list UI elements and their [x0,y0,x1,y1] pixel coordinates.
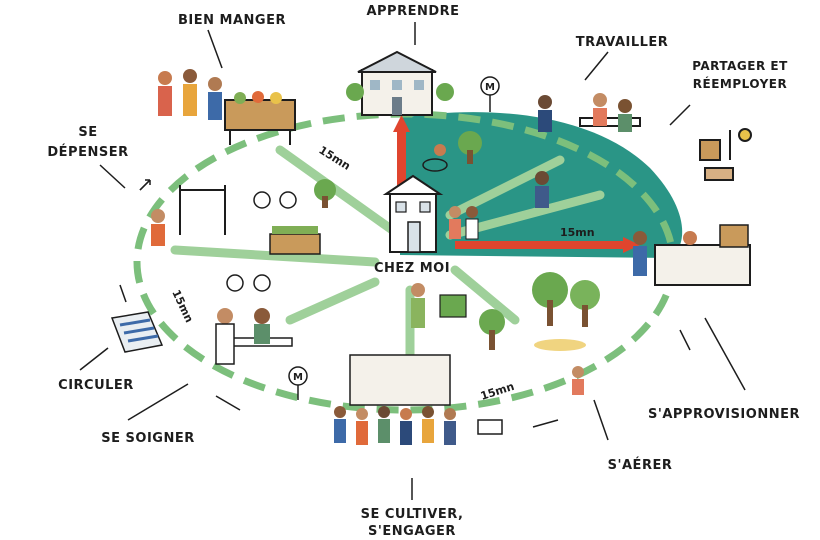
label-se-depenser-line1: SE [78,125,97,140]
home-icon [382,174,444,253]
red-arrows [393,115,640,253]
bike-rack-icon [110,311,164,353]
label-se-cultiver-line1: SE CULTIVER, [361,507,464,522]
label-bien-manger: BIEN MANGER [178,13,286,28]
double-arrows [119,179,691,428]
label-partager-line2: RÉEMPLOYER [693,76,788,91]
label-s-approvisionner: S'APPROVISIONNER [648,407,800,422]
label-travailler: TRAVAILLER [576,35,669,50]
park-people [422,144,549,240]
label-se-soigner: SE SOIGNER [101,431,194,446]
trees [314,83,600,350]
svg-text:M: M [293,372,303,383]
grocery-stall-icon [633,224,751,286]
office-icon [538,93,641,132]
label-se-cultiver-line2: S'ENGAGER [368,524,456,539]
market-stall-icon [224,91,296,145]
exercise-icon [151,185,226,246]
center-label: CHEZ MOI [374,261,450,276]
label-s-aerer: S'AÉRER [608,457,673,473]
cyclists [226,191,297,292]
distance-label-top-left: 15mn [316,144,352,173]
distance-label-left: 15mn [169,288,195,325]
svg-text:M: M [485,82,495,93]
picnic-icon [477,339,586,435]
distance-label-right: 15mn [560,226,595,239]
label-circuler: CIRCULER [58,378,134,393]
label-apprendre: APPRENDRE [366,4,459,19]
metro-sign-top: M [480,76,500,112]
school-icon [357,50,437,116]
label-partager-line1: PARTAGER ET [692,59,788,73]
doctor-icon [215,308,293,365]
gardener-icon [411,283,467,328]
shoppers-group [158,69,222,120]
garden-planter-icon [269,226,321,255]
metro-sign-bottom: M [288,366,308,400]
crowd-group [334,354,456,445]
label-se-depenser-line2: DÉPENSER [47,144,128,160]
leader-lines [79,22,746,500]
furniture-icon [699,128,752,181]
